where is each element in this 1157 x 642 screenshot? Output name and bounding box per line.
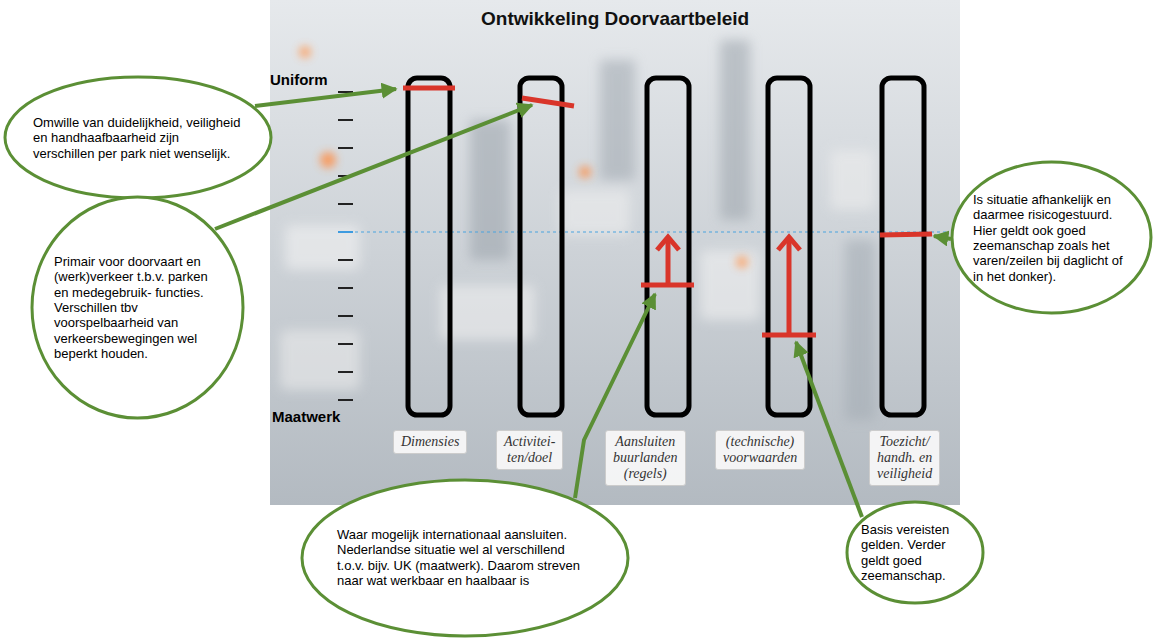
scale-tick-middle [338, 231, 353, 233]
column-label: Dimensies [401, 434, 459, 450]
scale-tick [338, 343, 353, 345]
text-area: Waar mogelijk internationaal aansluiten.… [337, 527, 594, 588]
ellipse-shape [5, 77, 271, 198]
ellipse-shape [952, 162, 1151, 313]
column-label: Activitei- ten/doel [504, 434, 555, 466]
indicator-light [579, 166, 591, 178]
slider-bars [408, 78, 924, 415]
indicator-light [320, 152, 336, 168]
callout-ellipse: Primair voor doorvaart en (werk)verkeer … [30, 195, 245, 420]
text-area: Basis vereisten gelden. Verder geldt goe… [861, 522, 970, 583]
scale-tick [338, 203, 353, 205]
callout-text: Waar mogelijk internationaal aansluiten.… [337, 527, 594, 588]
scale-ticks [338, 92, 353, 400]
callout-arrow [934, 236, 951, 239]
scale-label: Uniform [270, 71, 328, 88]
column-label-box: Toezicht/ handh. en veiligheid [869, 430, 940, 486]
column-label-box: (technische) voorwaarden [715, 430, 805, 470]
slider-knob [830, 150, 875, 210]
callout-ellipse: Omwille van duidelijkheid, veiligheid en… [3, 75, 273, 200]
scale-tick [338, 147, 353, 149]
callout-text: Is situatie afhankelijk en daarmee risic… [973, 192, 1131, 284]
callout-text: Omwille van duidelijkheid, veiligheid en… [33, 115, 244, 161]
text-area: Activitei- ten/doel [504, 434, 555, 466]
text-area: (technische) voorwaarden [723, 434, 797, 466]
callout-text: Primair voor doorvaart en (werk)verkeer … [54, 254, 222, 361]
text-area: Aansluiten buurlanden (regels) [613, 434, 678, 482]
callout-arrow [255, 89, 396, 106]
callout-leaders [215, 89, 951, 517]
callout-ellipse: Waar mogelijk internationaal aansluiten.… [300, 478, 630, 638]
ellipse-shape [32, 197, 243, 418]
scale-label: Maatwerk [272, 408, 340, 425]
mixer-sliders [280, 40, 875, 420]
ellipse-outline [845, 500, 985, 605]
slider-track [600, 60, 635, 180]
slider-knob [560, 190, 630, 235]
text-area: Omwille van duidelijkheid, veiligheid en… [33, 115, 244, 161]
shift-arrow [787, 238, 792, 335]
scale-tick [338, 287, 353, 289]
column-label: Toezicht/ handh. en veiligheid [877, 434, 932, 482]
callout-ellipse: Is situatie afhankelijk en daarmee risic… [950, 160, 1153, 315]
column-label-box: Dimensies [393, 430, 467, 454]
diagram-title: Ontwikkeling Doorvaartbeleid [481, 8, 749, 30]
slider-bar [408, 78, 450, 415]
shift-arrow [666, 238, 671, 285]
indicator-light [299, 46, 311, 58]
slider-track [470, 120, 510, 260]
ellipse-shape [847, 502, 983, 603]
slider-knob [280, 330, 360, 390]
text-area: Toezicht/ handh. en veiligheid [877, 434, 932, 482]
slider-bar [647, 78, 689, 415]
slider-track [845, 240, 875, 420]
slider-bar [520, 78, 562, 415]
column-label: Aansluiten buurlanden (regels) [613, 434, 678, 482]
scale-tick [338, 259, 353, 261]
text-area: Dimensies [401, 434, 459, 450]
slider-knob [700, 250, 760, 320]
middle-guide-line [355, 231, 948, 232]
position-marker [880, 234, 932, 235]
slider-knob [285, 225, 360, 270]
ellipse-shape [302, 480, 628, 636]
slider-bar [882, 78, 924, 415]
scale-tick [338, 119, 353, 121]
scale-tick [338, 315, 353, 317]
text-area: Is situatie afhankelijk en daarmee risic… [973, 192, 1131, 284]
text-area: Primair voor doorvaart en (werk)verkeer … [54, 254, 222, 361]
column-label: (technische) voorwaarden [723, 434, 797, 466]
column-label-box: Aansluiten buurlanden (regels) [605, 430, 686, 486]
scale-tick [338, 371, 353, 373]
indicator-light [736, 256, 748, 268]
slider-track [720, 40, 750, 220]
callout-ellipse: Basis vereisten gelden. Verder geldt goe… [845, 500, 985, 605]
column-label-box: Activitei- ten/doel [496, 430, 563, 470]
position-marker [403, 86, 455, 91]
photo-background [270, 0, 960, 505]
shift-arrowhead [778, 237, 800, 250]
shift-arrowhead [657, 237, 679, 250]
scale-tick [338, 399, 353, 401]
callout-text: Basis vereisten gelden. Verder geldt goe… [861, 522, 970, 583]
callout-arrow [796, 342, 862, 517]
